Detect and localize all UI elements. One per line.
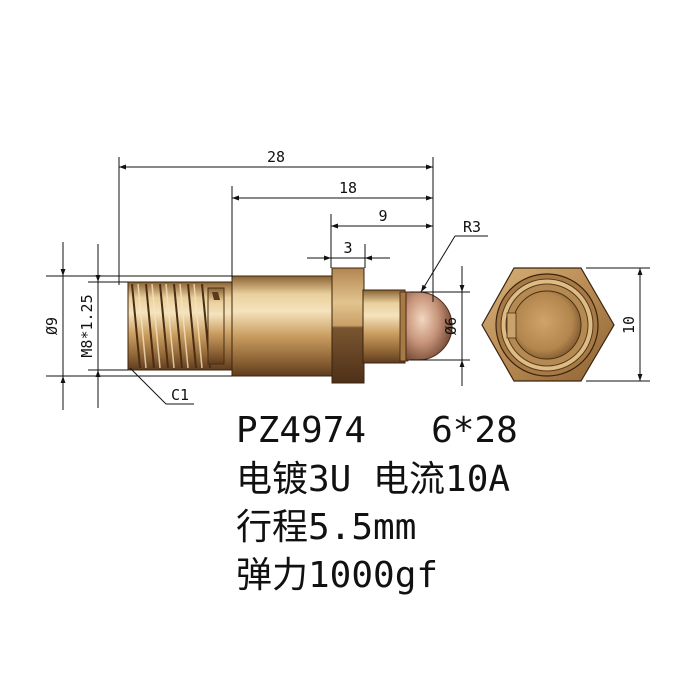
dimension-lines <box>60 164 643 410</box>
part-side-view <box>127 267 453 384</box>
spec-spring-force: 弹力1000gf <box>236 555 439 596</box>
spec-travel: 行程5.5mm <box>236 507 417 548</box>
spec-plating-current: 电镀3U 电流10A <box>236 459 511 500</box>
extension-lines <box>46 157 650 382</box>
plunger-barrel <box>362 289 406 364</box>
spec-model: PZ4974 6*28 <box>236 410 518 451</box>
dim-thread-label: M8*1.25 <box>78 294 96 357</box>
dim-dia6-label: Ø6 <box>442 317 460 335</box>
relief-groove <box>207 287 225 365</box>
dim-dia9-label: Ø9 <box>43 317 61 335</box>
dim-c1-label: C1 <box>171 386 189 404</box>
body-section <box>231 275 335 377</box>
dim-18-label: 18 <box>339 179 357 197</box>
dim-3-label: 3 <box>343 239 352 257</box>
hex-section <box>331 267 365 384</box>
c1-leader <box>129 367 167 405</box>
dim-10-label: 10 <box>620 316 638 334</box>
plunger-tip <box>405 291 453 361</box>
plunger-face <box>512 290 582 360</box>
part-end-view <box>481 267 615 382</box>
dim-r3-label: R3 <box>463 218 481 236</box>
dim-9-label: 9 <box>378 207 387 225</box>
dim-28-label: 28 <box>267 148 285 166</box>
